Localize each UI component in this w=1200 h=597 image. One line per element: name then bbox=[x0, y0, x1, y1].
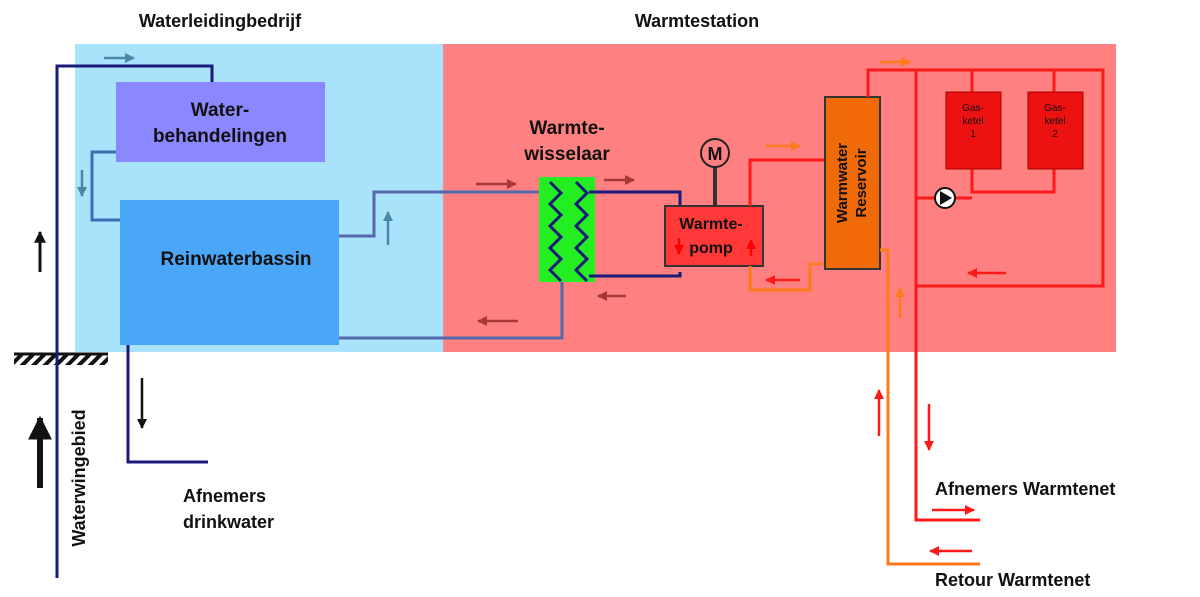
clean-water-basin-label: Reinwaterbassin bbox=[161, 249, 312, 270]
pump-to-reservoir-hot-pipe bbox=[748, 158, 825, 206]
water-company-title: Waterleidingbedrijf bbox=[139, 11, 302, 31]
heat-pump-label-1: Warmte- bbox=[679, 216, 742, 233]
heat-exchanger-label-1: Warmte- bbox=[529, 118, 604, 139]
hot-water-reservoir-label-1: Warmwater bbox=[834, 143, 851, 223]
heat-exchanger-coil-left bbox=[547, 180, 564, 283]
drinking-consumers-label-2: drinkwater bbox=[183, 512, 274, 532]
drinking-consumers-label-1: Afnemers bbox=[183, 486, 266, 506]
heat-network-return-pipe bbox=[880, 248, 980, 566]
heat-network-consumers-label: Afnemers Warmtenet bbox=[935, 479, 1115, 499]
gas-boiler-2-label-3: 2 bbox=[1052, 129, 1058, 140]
heat-network-return-label: Retour Warmtenet bbox=[935, 570, 1090, 590]
reservoir-to-pump-return-pipe bbox=[748, 262, 825, 292]
basin-return-pipe bbox=[339, 282, 564, 340]
heat-pump-label-2: pomp bbox=[689, 240, 733, 257]
treatment-to-basin-pipe bbox=[90, 150, 120, 222]
gas-boiler-2-label-1: Gas- bbox=[1044, 103, 1066, 114]
motor-circle bbox=[700, 138, 730, 168]
clean-water-basin-box bbox=[120, 200, 339, 345]
hot-water-reservoir-box bbox=[824, 96, 881, 270]
boiler-loop-supply bbox=[916, 68, 1105, 288]
heat-station-title: Warmtestation bbox=[635, 11, 759, 31]
gas-boiler-1-label-2: ketel bbox=[962, 116, 983, 127]
catchment-inlet-pipe bbox=[55, 64, 214, 578]
heat-exchanger-coil-right bbox=[573, 180, 590, 283]
gas-boiler-1-box bbox=[945, 91, 1002, 170]
motor-label: M bbox=[708, 144, 723, 164]
water-treatment-box bbox=[116, 82, 325, 162]
drinking-water-outlet-pipe bbox=[126, 318, 208, 464]
heat-pump-box bbox=[664, 205, 764, 267]
heat-exchanger-label-2: wisselaar bbox=[523, 144, 610, 165]
gas-boiler-2-label-2: ketel bbox=[1044, 116, 1065, 127]
boiler-1-connections bbox=[970, 70, 1056, 194]
ground-hatch bbox=[14, 354, 108, 365]
gas-boiler-1-label-3: 1 bbox=[970, 129, 976, 140]
hot-water-reservoir-label-2: Reservoir bbox=[853, 148, 870, 217]
circulation-pump-triangle bbox=[940, 191, 952, 205]
gas-boiler-1-label-1: Gas- bbox=[962, 103, 984, 114]
water-treatment-label-2: behandelingen bbox=[153, 126, 287, 147]
water-treatment-label-1: Water- bbox=[191, 100, 249, 121]
catchment-label: Waterwingebied bbox=[69, 409, 89, 546]
gas-boiler-2-box bbox=[1027, 91, 1084, 170]
